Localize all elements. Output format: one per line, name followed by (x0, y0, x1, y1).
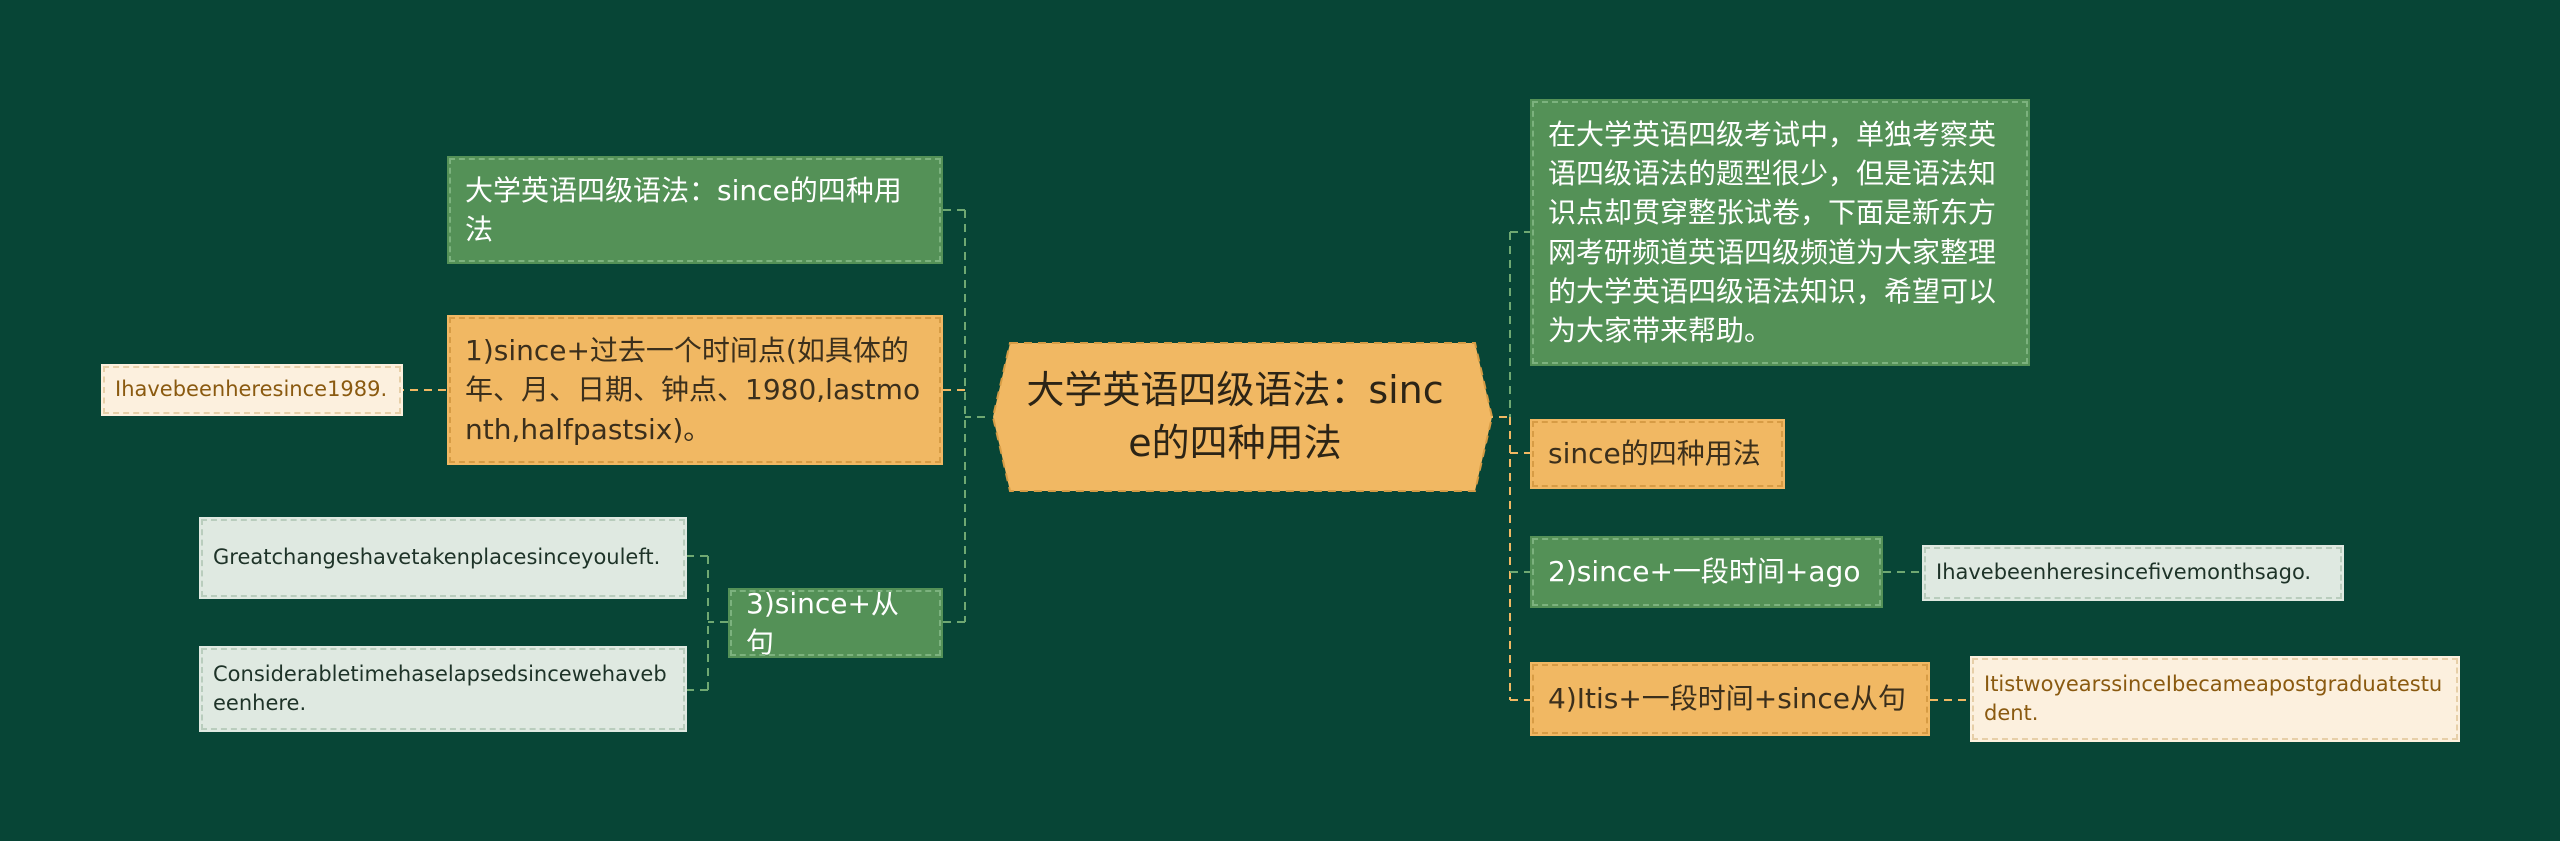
usage3-example-2-node[interactable]: Considerabletimehaselapsedsincewehavebee… (199, 646, 687, 732)
usage2-node[interactable]: 2)since+一段时间+ago (1530, 536, 1883, 608)
usage3-node[interactable]: 3)since+从句 (728, 587, 943, 659)
usage1-node[interactable]: 1)since+过去一个时间点(如具体的年、月、日期、钟点、1980,lastm… (447, 315, 943, 465)
left-title-node[interactable]: 大学英语四级语法：since的四种用法 (447, 156, 943, 264)
usage4-node[interactable]: 4)Itis+一段时间+since从句 (1530, 662, 1930, 736)
usage3-example-1-node[interactable]: Greatchangeshavetakenplacesinceyouleft. (199, 517, 687, 599)
central-topic[interactable]: 大学英语四级语法：since的四种用法 (1026, 367, 1444, 465)
intro-node[interactable]: 在大学英语四级考试中，单独考察英语四级语法的题型很少，但是语法知识点却贯穿整张试… (1530, 99, 2030, 366)
usage1-example-node[interactable]: Ihavebeenheresince1989. (101, 364, 403, 416)
four-usages-node[interactable]: since的四种用法 (1530, 419, 1785, 489)
usage2-example-node[interactable]: Ihavebeenheresincefivemonthsago. (1922, 545, 2344, 601)
usage4-example-node[interactable]: ItistwoyearssinceIbecameapostgraduatestu… (1970, 656, 2460, 742)
connector-usage3-spine (707, 556, 728, 690)
